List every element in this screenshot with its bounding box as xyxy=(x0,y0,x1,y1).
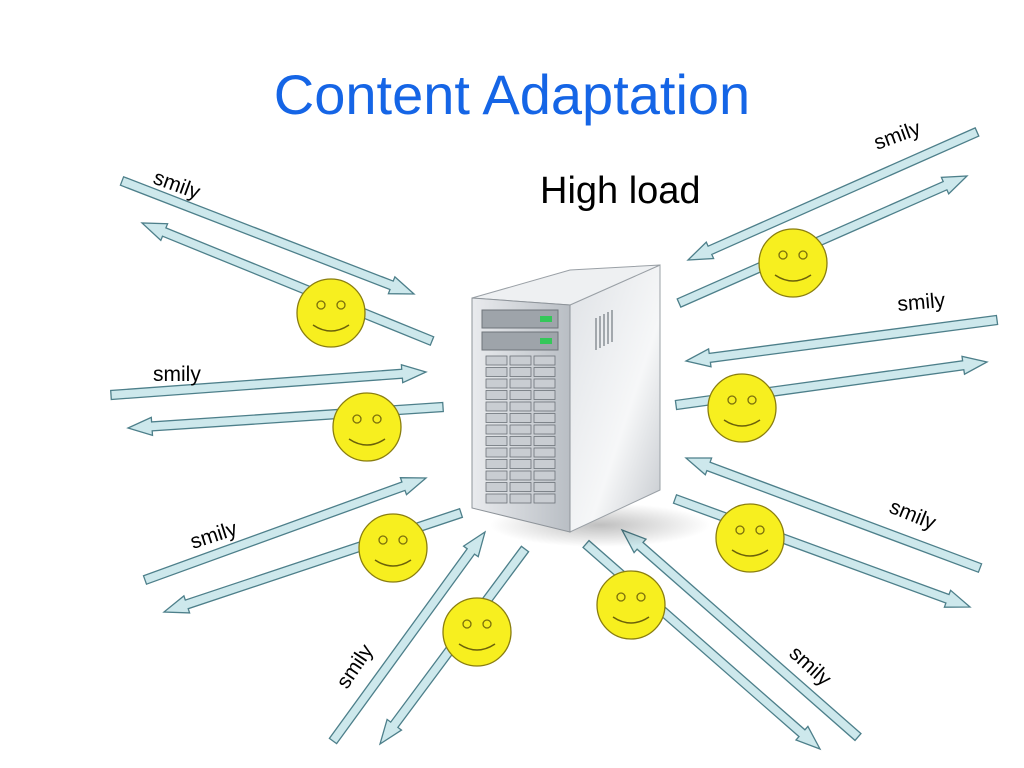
faces-layer xyxy=(296,228,828,667)
drive-slot xyxy=(485,378,508,389)
drive-slot xyxy=(533,459,556,469)
drive-slot xyxy=(509,470,532,481)
drive-slot xyxy=(509,459,532,469)
drive-slot xyxy=(533,493,556,504)
drive-slot xyxy=(509,447,532,458)
smiley-face-icon-upper-left xyxy=(296,278,366,348)
drive-slot xyxy=(485,470,508,481)
client-label-middle-left: smily xyxy=(153,363,201,386)
client-label-upper-right: smily xyxy=(871,117,924,155)
smiley-face-icon-upper-right xyxy=(758,228,828,298)
drive-slot xyxy=(533,355,556,366)
drive-slot xyxy=(485,367,508,377)
response-arrow-lower-right xyxy=(684,457,983,574)
drive-slot xyxy=(485,424,508,435)
drive-slot xyxy=(509,482,532,492)
drive-slot xyxy=(485,493,508,504)
drive-slot xyxy=(485,459,508,469)
drive-slot xyxy=(509,401,532,412)
request-arrow-bottom-right xyxy=(582,539,822,751)
client-label-middle-right: smily xyxy=(896,289,946,316)
drive-slot xyxy=(509,413,532,423)
drive-slot xyxy=(509,355,532,366)
request-arrow-bottom-left xyxy=(328,530,487,745)
drive-slot xyxy=(533,367,556,377)
drive-slot xyxy=(485,482,508,492)
drive-slot xyxy=(533,390,556,400)
smiley-face-icon-lower-left xyxy=(358,513,428,583)
drive-slot xyxy=(533,470,556,481)
response-arrow-middle-right xyxy=(684,314,999,368)
drive-slot xyxy=(509,378,532,389)
server-icon xyxy=(471,264,710,547)
smiley-face-icon-lower-right xyxy=(715,503,785,573)
slide-title: Content Adaptation xyxy=(273,63,751,126)
response-arrow-upper-right xyxy=(686,127,980,261)
drive-slot xyxy=(533,413,556,423)
drive-slot xyxy=(533,401,556,412)
drive-slot xyxy=(485,355,508,366)
drive-slot xyxy=(533,447,556,458)
drive-bay-grid xyxy=(485,355,556,504)
drive-slot xyxy=(509,493,532,504)
smiley-face-icon-bottom-right xyxy=(596,570,666,640)
drive-slot xyxy=(485,436,508,446)
drive-slot xyxy=(533,424,556,435)
server-status-label: High load xyxy=(540,170,701,212)
drive-slot xyxy=(509,390,532,400)
request-arrow-upper-left xyxy=(119,175,416,295)
smiley-face-icon-bottom-left xyxy=(442,597,512,667)
drive-slot xyxy=(509,367,532,377)
request-arrow-upper-right xyxy=(676,175,969,308)
request-arrow-lower-left xyxy=(142,477,428,586)
smiley-face-icon-middle-left xyxy=(332,392,402,462)
drive-slot xyxy=(509,424,532,435)
drive-slot xyxy=(533,436,556,446)
drive-slot xyxy=(485,401,508,412)
drive-slot xyxy=(533,482,556,492)
drive-slot xyxy=(509,436,532,446)
drive-slot xyxy=(485,447,508,458)
drive-slot xyxy=(485,390,508,400)
drive-slot xyxy=(533,378,556,389)
client-label-lower-right: smily xyxy=(886,495,939,534)
smiley-face-icon-middle-right xyxy=(707,373,777,443)
drive-slot xyxy=(485,413,508,423)
request-arrow-middle-left xyxy=(110,363,428,401)
